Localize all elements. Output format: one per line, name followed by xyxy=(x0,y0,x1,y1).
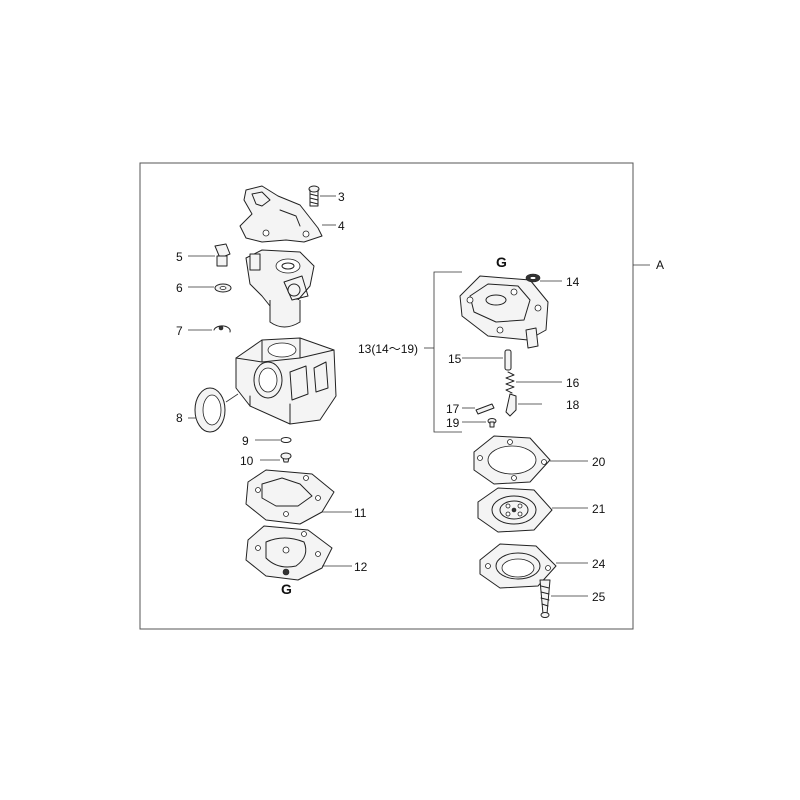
part-20-gasket xyxy=(473,435,551,485)
part-12-diaphragm xyxy=(245,525,333,581)
label-8: 8 xyxy=(176,411,183,425)
part-5-plug xyxy=(214,243,231,267)
label-3: 3 xyxy=(338,190,345,204)
label-11: 11 xyxy=(354,506,367,520)
carburetor-body xyxy=(235,337,337,425)
part-19-screw xyxy=(487,418,497,428)
mark-g-top: G xyxy=(496,254,507,270)
part-10-needle xyxy=(280,452,292,463)
label-6: 6 xyxy=(176,281,183,295)
part-4-bracket xyxy=(239,185,323,243)
part-6-washer xyxy=(214,283,232,293)
label-14: 14 xyxy=(566,275,580,289)
label-4: 4 xyxy=(338,219,345,233)
part-8-ring-gasket xyxy=(194,387,226,433)
part-3-screw xyxy=(308,185,320,207)
assembly-label: A xyxy=(656,258,664,272)
part-17-shaft xyxy=(475,403,495,415)
label-5: 5 xyxy=(176,250,183,264)
label-12: 12 xyxy=(354,560,368,574)
part-18-lever xyxy=(505,393,517,417)
label-10: 10 xyxy=(240,454,254,468)
label-20: 20 xyxy=(592,455,606,469)
label-18: 18 xyxy=(566,398,580,412)
label-16: 16 xyxy=(566,376,580,390)
label-9: 9 xyxy=(242,434,249,448)
part-15-pin xyxy=(504,349,512,371)
throttle-body-upper xyxy=(245,249,315,328)
part-16-spring xyxy=(505,371,515,394)
group-label: 13(14〜19) xyxy=(358,342,418,356)
mark-g-bottom: G xyxy=(281,581,292,597)
part-21-diaphragm xyxy=(477,487,553,533)
part-13-cover xyxy=(459,275,549,349)
part-9-oring xyxy=(280,437,292,443)
part-25-long-screw xyxy=(539,579,551,618)
part-24-pump-cover xyxy=(479,543,557,589)
label-15: 15 xyxy=(448,352,462,366)
diagram-frame xyxy=(139,162,634,630)
label-17: 17 xyxy=(446,402,460,416)
part-11-gasket xyxy=(245,469,335,525)
part-7-clip xyxy=(213,325,231,333)
label-24: 24 xyxy=(592,557,606,571)
part-14-nut xyxy=(525,273,541,283)
label-7: 7 xyxy=(176,324,183,338)
group-bracket xyxy=(433,271,462,433)
label-19: 19 xyxy=(446,416,460,430)
label-25: 25 xyxy=(592,590,606,604)
label-21: 21 xyxy=(592,502,606,516)
